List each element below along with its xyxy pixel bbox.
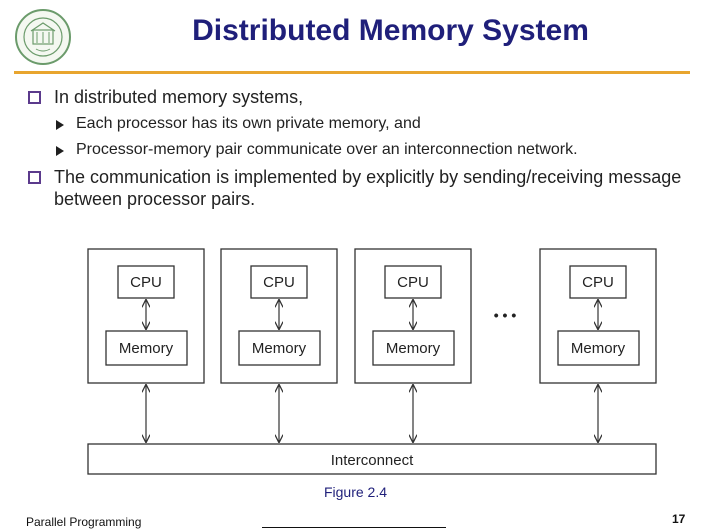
- cpu-box: [117, 265, 175, 299]
- cpu-label: CPU: [263, 274, 295, 291]
- cpu-box: [569, 265, 627, 299]
- processor-node: CPU Memory: [220, 248, 338, 384]
- footer-divider: [262, 527, 446, 528]
- square-bullet-icon: [28, 91, 41, 104]
- title-divider: [14, 71, 690, 74]
- memory-label: Memory: [252, 340, 307, 357]
- bullet-item: The communication is implemented by expl…: [26, 166, 696, 210]
- memory-box: [238, 330, 321, 366]
- memory-label: Memory: [386, 340, 441, 357]
- cpu-label: CPU: [582, 274, 614, 291]
- memory-box: [105, 330, 188, 366]
- slide-title: Distributed Memory System: [192, 14, 589, 47]
- figure-caption: Figure 2.4: [323, 484, 388, 500]
- memory-label: Memory: [119, 340, 174, 357]
- bullet-list: In distributed memory systems, Each proc…: [26, 86, 696, 216]
- ellipsis: • • •: [494, 307, 517, 323]
- cpu-label: CPU: [130, 274, 162, 291]
- sub-bullet-text: Each processor has its own private memor…: [76, 115, 421, 132]
- memory-box: [557, 330, 640, 366]
- cpu-label: CPU: [397, 274, 429, 291]
- university-seal-icon: [15, 9, 71, 65]
- bullet-item: In distributed memory systems,: [26, 86, 696, 108]
- processor-node: CPU Memory: [87, 248, 205, 384]
- sub-bullet-item: Each processor has its own private memor…: [26, 114, 696, 134]
- memory-label: Memory: [571, 340, 626, 357]
- processor-node: CPU Memory: [354, 248, 472, 384]
- triangle-bullet-icon: [56, 120, 64, 130]
- interconnect-label: Interconnect: [331, 452, 414, 469]
- cpu-box: [250, 265, 308, 299]
- bullet-text: The communication is implemented by expl…: [54, 167, 682, 209]
- sub-bullet-item: Processor-memory pair communicate over a…: [26, 140, 696, 160]
- sub-bullet-text: Processor-memory pair communicate over a…: [76, 141, 578, 158]
- page-number: 17: [672, 512, 686, 526]
- square-bullet-icon: [28, 171, 41, 184]
- footer-text: Parallel Programming: [26, 515, 142, 529]
- interconnect-box: [87, 443, 657, 475]
- processor-node: CPU Memory: [539, 248, 657, 384]
- bullet-text: In distributed memory systems,: [54, 87, 304, 107]
- triangle-bullet-icon: [56, 146, 64, 156]
- cpu-box: [384, 265, 442, 299]
- memory-box: [372, 330, 455, 366]
